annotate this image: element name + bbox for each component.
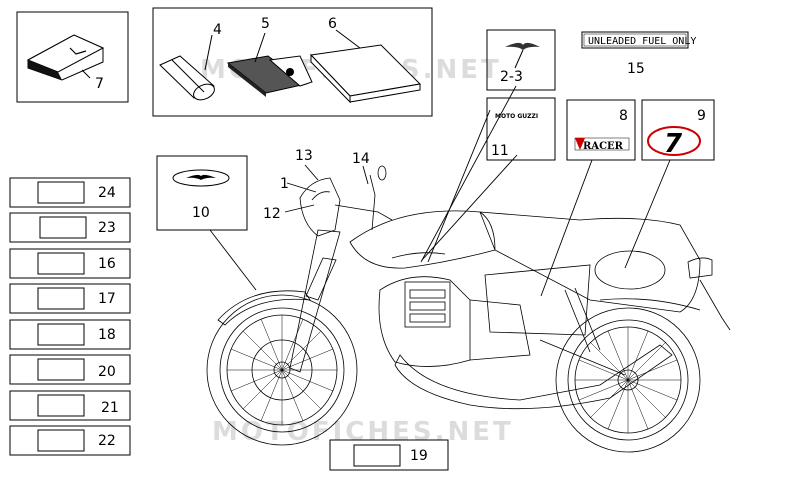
callout-2-3: 2-3 bbox=[500, 69, 523, 85]
label-num: 20 bbox=[98, 364, 116, 380]
label-row: 24 bbox=[9, 177, 131, 208]
callout-10: 10 bbox=[192, 205, 210, 221]
box-10 bbox=[156, 155, 248, 231]
callout-14: 14 bbox=[352, 151, 370, 167]
decal-unleaded-fuel: UNLEADED FUEL ONLY bbox=[581, 31, 696, 49]
label-row: 16 bbox=[9, 248, 131, 279]
box-7 bbox=[16, 11, 129, 103]
label-num: 16 bbox=[98, 256, 116, 272]
label-num: 17 bbox=[98, 291, 116, 307]
callout-9: 9 bbox=[697, 108, 706, 124]
box-9: 7 bbox=[641, 99, 715, 161]
label-row: 17 bbox=[9, 283, 131, 314]
callout-8: 8 bbox=[619, 108, 628, 124]
callout-11: 11 bbox=[491, 143, 509, 159]
callout-4: 4 bbox=[213, 22, 222, 38]
label-num: 18 bbox=[98, 327, 116, 343]
label-num: 23 bbox=[98, 220, 116, 236]
label-row: 18 bbox=[9, 319, 131, 350]
motorcycle-drawing bbox=[206, 165, 731, 453]
box-11: MOTO GUZZI bbox=[486, 97, 556, 161]
racer-number: 7 bbox=[664, 129, 683, 159]
label-num: 22 bbox=[98, 433, 116, 449]
left-label-column: 24 23 16 17 18 20 21 bbox=[9, 177, 131, 456]
callout-13: 13 bbox=[295, 148, 313, 164]
label-row: 20 bbox=[9, 354, 131, 385]
label-num: 24 bbox=[98, 185, 116, 201]
label-num: 21 bbox=[101, 400, 119, 416]
moto-guzzi-text: MOTO GUZZI bbox=[495, 113, 538, 120]
label-row: 23 bbox=[9, 212, 131, 243]
callout-15: 15 bbox=[627, 61, 645, 77]
callout-19: 19 bbox=[410, 448, 428, 464]
callout-6: 6 bbox=[328, 16, 337, 32]
callout-12: 12 bbox=[263, 206, 281, 222]
fuel-label-text: UNLEADED FUEL ONLY bbox=[588, 36, 696, 47]
leader-lines bbox=[209, 85, 671, 297]
label-row: 22 bbox=[9, 425, 131, 456]
box-8: RACER bbox=[566, 99, 636, 161]
callout-7: 7 bbox=[95, 76, 104, 92]
watermark-bottom: MOTOFICHES.NET bbox=[212, 417, 514, 447]
box-19 bbox=[329, 439, 449, 471]
callout-1: 1 bbox=[280, 176, 289, 192]
racer-text: RACER bbox=[583, 141, 624, 152]
callout-5: 5 bbox=[261, 16, 270, 32]
box-2-3 bbox=[486, 29, 556, 91]
label-row: 21 bbox=[9, 390, 131, 421]
box-4-5-6 bbox=[152, 7, 433, 117]
